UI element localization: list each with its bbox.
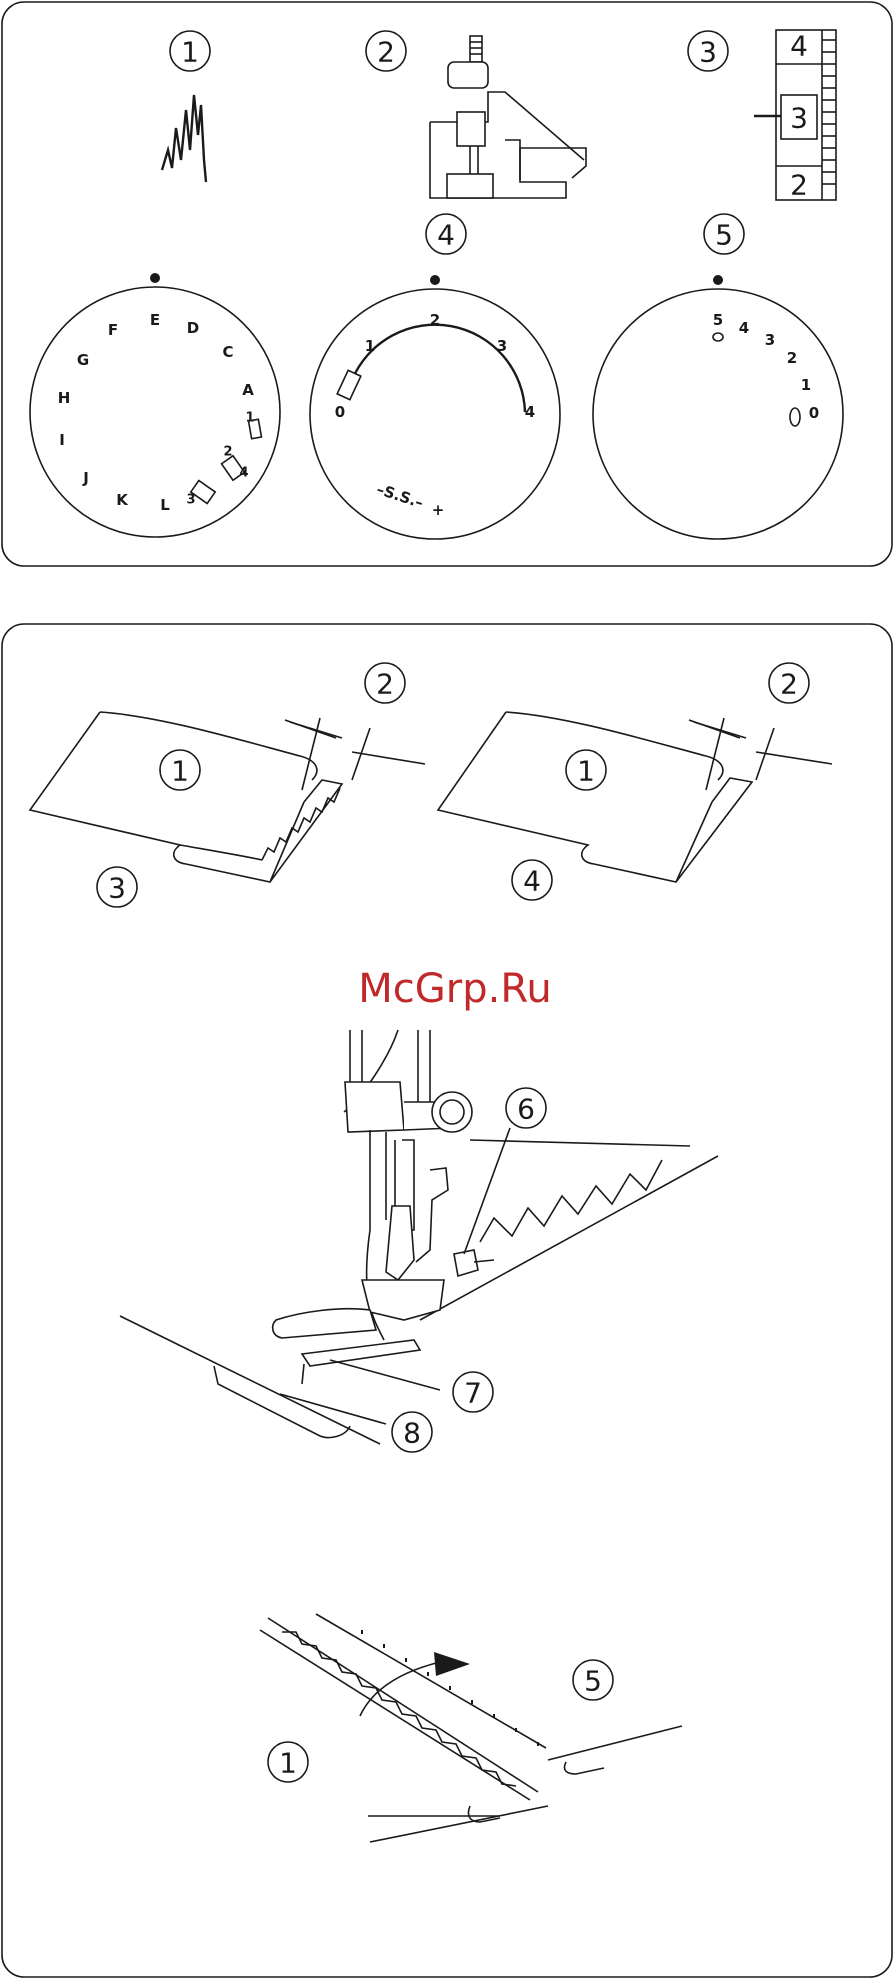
svg-text:4: 4 xyxy=(239,466,248,481)
svg-text:1: 1 xyxy=(279,1747,297,1780)
callout-4-top: 4 xyxy=(426,214,466,254)
svg-text:–S.S.–: –S.S.– xyxy=(374,480,425,512)
zigzag-stitch-icon xyxy=(162,95,206,182)
top-panel-frame xyxy=(2,2,892,566)
callout-7: 7 xyxy=(453,1372,493,1412)
svg-text:3: 3 xyxy=(699,36,717,69)
svg-text:4: 4 xyxy=(790,30,808,63)
svg-text:4: 4 xyxy=(525,403,535,421)
svg-text:2: 2 xyxy=(376,668,394,701)
leader-line-8 xyxy=(280,1394,386,1424)
svg-text:4: 4 xyxy=(523,865,541,898)
svg-text:1: 1 xyxy=(171,755,189,788)
leader-line-6 xyxy=(464,1128,510,1254)
seam-allowance-arrows-left xyxy=(285,718,425,790)
svg-text:3: 3 xyxy=(497,337,507,355)
hem-width-scale: 4 3 2 xyxy=(754,30,836,202)
svg-text:2: 2 xyxy=(430,311,440,329)
svg-text:G: G xyxy=(77,351,89,369)
stitch-width-dial: 0 1 2 3 4 –S.S.– + xyxy=(310,275,560,539)
svg-text:K: K xyxy=(116,491,129,509)
folded-fabric-left xyxy=(30,712,342,882)
svg-text:5: 5 xyxy=(715,219,733,252)
leader-line-7 xyxy=(330,1360,440,1390)
svg-text:2: 2 xyxy=(377,36,395,69)
svg-text:1: 1 xyxy=(245,411,254,426)
svg-text:2: 2 xyxy=(787,349,797,367)
dial-indicator-dot xyxy=(150,273,160,283)
callout-4-fabric-right: 4 xyxy=(512,860,552,900)
seam-allowance-arrows-right xyxy=(689,718,832,790)
callout-3-fabric-left: 3 xyxy=(97,867,137,907)
blind-hem-foot-icon xyxy=(430,36,586,198)
svg-text:3: 3 xyxy=(186,493,195,508)
svg-text:7: 7 xyxy=(464,1377,482,1410)
svg-text:1: 1 xyxy=(801,376,811,394)
svg-text:E: E xyxy=(150,311,160,329)
svg-text:J: J xyxy=(82,469,89,487)
watermark-text: McGrp.Ru xyxy=(358,966,551,1012)
svg-text:4: 4 xyxy=(739,319,749,337)
svg-text:3: 3 xyxy=(765,331,775,349)
callout-1-unfolded: 1 xyxy=(268,1742,308,1782)
svg-text:F: F xyxy=(108,321,118,339)
sewing-foot-diagram xyxy=(120,1030,718,1444)
pattern-selector-dial: E D C A F G H I J K L 1 2 3 4 xyxy=(30,273,280,537)
svg-text:C: C xyxy=(222,343,233,361)
callout-1-top: 1 xyxy=(170,31,210,71)
callout-2-fabric-right: 2 xyxy=(769,663,809,703)
svg-text:5: 5 xyxy=(713,311,723,329)
unfolded-fabric-diagram xyxy=(260,1614,682,1842)
callout-2-fabric-left: 2 xyxy=(365,663,405,703)
callout-5-unfolded: 5 xyxy=(573,1660,613,1700)
svg-text:D: D xyxy=(187,319,199,337)
svg-text:L: L xyxy=(160,496,170,514)
svg-text:3: 3 xyxy=(790,102,808,135)
svg-text:1: 1 xyxy=(181,36,199,69)
svg-text:2: 2 xyxy=(223,445,232,460)
callout-5-top: 5 xyxy=(704,214,744,254)
svg-text:8: 8 xyxy=(403,1417,421,1450)
svg-text:5: 5 xyxy=(584,1665,602,1698)
callout-3-top: 3 xyxy=(688,31,728,71)
dial-indicator-dot xyxy=(430,275,440,285)
svg-text:H: H xyxy=(58,389,71,407)
svg-text:3: 3 xyxy=(108,872,126,905)
svg-text:+: + xyxy=(432,501,445,519)
stitch-length-dial: 5 4 3 2 1 0 xyxy=(593,275,843,539)
svg-text:2: 2 xyxy=(780,668,798,701)
svg-text:0: 0 xyxy=(809,404,819,422)
dial-indicator-dot xyxy=(713,275,723,285)
callout-8: 8 xyxy=(392,1412,432,1452)
svg-text:4: 4 xyxy=(437,219,455,252)
svg-text:0: 0 xyxy=(335,403,345,421)
svg-text:2: 2 xyxy=(790,169,808,202)
svg-text:1: 1 xyxy=(577,755,595,788)
svg-text:1: 1 xyxy=(365,337,375,355)
callout-6: 6 xyxy=(506,1088,546,1128)
folded-fabric-right xyxy=(438,712,752,882)
svg-text:A: A xyxy=(242,381,254,399)
svg-text:6: 6 xyxy=(517,1093,535,1126)
svg-text:I: I xyxy=(59,431,65,449)
callout-2-top: 2 xyxy=(366,31,406,71)
